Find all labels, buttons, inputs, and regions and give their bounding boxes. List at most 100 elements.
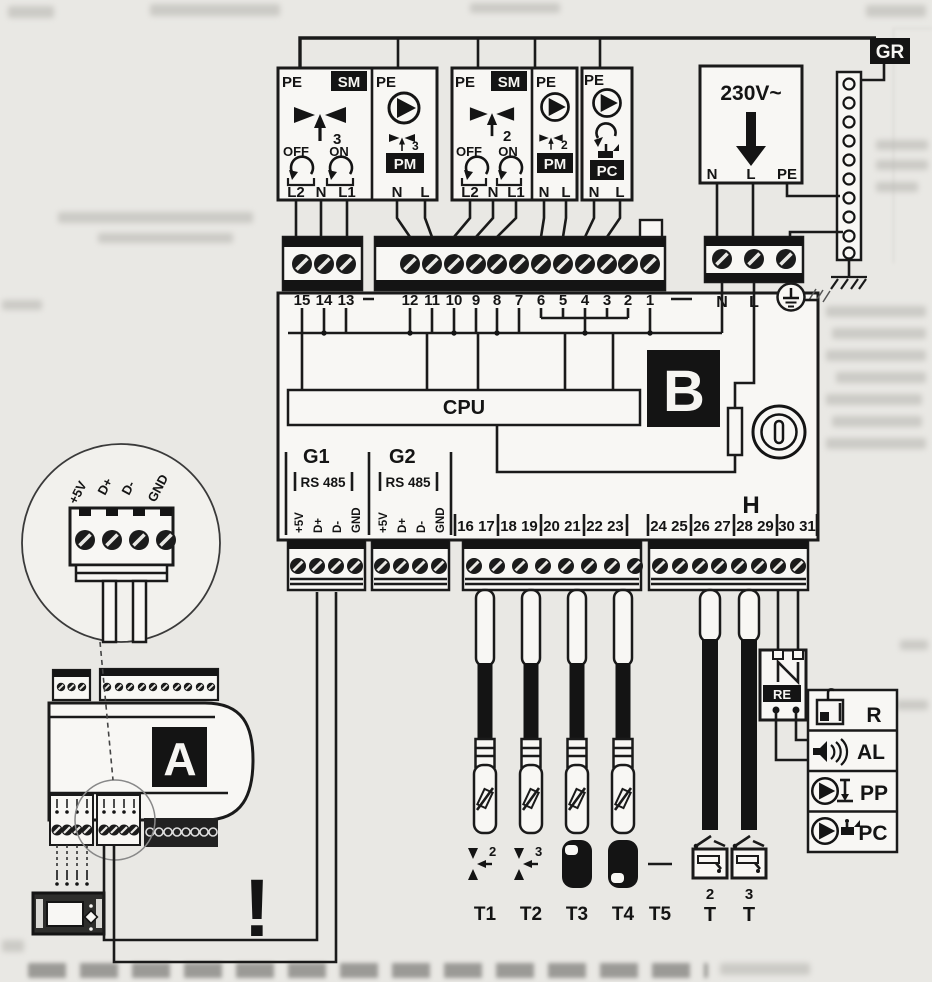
terminal-l2: L2 [461, 184, 479, 201]
svg-text:9: 9 [472, 292, 480, 309]
power-supply-box: 230V~ N L PE [698, 64, 804, 185]
svg-text:T2: T2 [520, 904, 542, 925]
svg-text:15: 15 [294, 292, 311, 309]
valve-number: 3 [412, 139, 419, 153]
svg-text:T1: T1 [474, 904, 497, 925]
module-a-label: A [163, 733, 196, 785]
bleed-text [836, 372, 926, 383]
module-b-label: B [663, 359, 705, 424]
voltage-label: 230V~ [720, 82, 781, 105]
bleed-text [826, 438, 926, 449]
cpu-box [286, 388, 642, 427]
bleed-text [720, 963, 810, 975]
actuator-drop-wires [294, 200, 622, 238]
pm-badge-label: PM [544, 156, 567, 173]
svg-text:+5V: +5V [378, 512, 390, 533]
bleed-text [150, 4, 280, 16]
g1-rs485-label: RS 485 [300, 475, 346, 490]
bleed-text [98, 233, 233, 243]
bleed-text [826, 306, 926, 317]
svg-text:GND: GND [351, 507, 363, 533]
module-a-rs485-plug-2 [96, 794, 141, 846]
boiler-icon [815, 688, 845, 726]
svg-text:T3: T3 [566, 904, 588, 925]
terminal-n: N [539, 184, 550, 201]
terminal-n: N [392, 184, 403, 201]
relay-wires [776, 590, 800, 650]
terminal-n: N [589, 184, 600, 201]
temperature-sensors: 2 3 T1 T2 T3 T4 T5 [466, 588, 672, 925]
bleed-text [8, 6, 54, 18]
sensor-valve-number: 3 [535, 844, 542, 859]
svg-text:1: 1 [646, 292, 654, 309]
module-a: A [47, 667, 255, 861]
actuator-box-pump-2: PE 2 PM N L [536, 74, 573, 201]
sm-badge [331, 71, 367, 91]
h-label: H [742, 492, 759, 519]
terminal-n: N [316, 184, 327, 201]
sm-badge-label: SM [498, 74, 521, 91]
pm-badge [386, 153, 424, 173]
terminal-l1: L1 [507, 184, 525, 201]
output-r-label: R [866, 704, 881, 727]
terminal-l: L [420, 184, 429, 201]
sensor-cable [518, 588, 544, 835]
svg-text:22 23: 22 23 [586, 518, 624, 535]
svg-text:D+: D+ [94, 475, 115, 497]
output-options-box: R AL PP PC [806, 688, 899, 854]
terminal-l1: L1 [338, 184, 356, 201]
sensor-plug-24-31 [647, 538, 810, 592]
module-a-dark-plug [144, 818, 218, 847]
terminal-l: L [561, 184, 570, 201]
bleed-text [900, 640, 928, 650]
bleed-text [832, 328, 926, 339]
pump-icon [540, 92, 570, 122]
terminal-strip-n-l-pe [703, 235, 805, 284]
thermostat-label: T [704, 904, 716, 926]
sensor-cable [564, 588, 590, 835]
pm-badge-label: PM [394, 156, 417, 173]
module-a-badge [152, 727, 207, 787]
svg-text:3: 3 [603, 292, 611, 309]
pc-tap-icon [841, 819, 860, 835]
gr-badge [870, 38, 910, 64]
g2-label: G2 [389, 446, 416, 468]
svg-text:10: 10 [446, 292, 463, 309]
pe-label: PE [584, 72, 604, 89]
actuator-box-mixer-3: PE SM 3 OFF ON L2 N L1 [276, 66, 439, 202]
svg-text:16 17: 16 17 [457, 518, 495, 535]
svg-text:D-: D- [118, 478, 138, 497]
thermostat-number: 2 [706, 886, 714, 903]
pump-icon [387, 91, 421, 125]
room-thermostat-3: 3 T [730, 588, 768, 926]
sensor-cable [610, 588, 636, 835]
panel-display [46, 901, 84, 927]
valve-number: 3 [333, 131, 341, 148]
svg-text:13: 13 [338, 292, 355, 309]
thermostat-number: 3 [745, 886, 753, 903]
terminal-l: L [615, 184, 624, 201]
warning-exclamation: ! [243, 863, 270, 954]
bleed-text [58, 212, 253, 223]
power-wires [715, 183, 843, 237]
actuator-box-pump-circulation: PE PC N L [580, 66, 634, 202]
sm-badge-label: SM [338, 74, 361, 91]
pc-badge [590, 160, 624, 180]
svg-text:T5: T5 [649, 904, 672, 925]
panel-knob [83, 909, 99, 925]
relay-output-wires [774, 710, 808, 762]
sensor-labels: T1 T2 T3 T4 T5 [474, 904, 672, 925]
bleed-text [2, 940, 24, 952]
svg-text:14: 14 [316, 292, 333, 309]
gr-label: GR [876, 42, 905, 63]
output-al-label: AL [857, 741, 885, 764]
svg-text:6: 6 [537, 292, 545, 309]
svg-text:GND: GND [435, 507, 447, 533]
terminal-strip-15-13 [281, 235, 364, 292]
pe-label: PE [376, 74, 396, 91]
svg-text:12: 12 [402, 292, 419, 309]
room-thermostat-2: 2 T [691, 588, 729, 926]
terminal-l2: L2 [287, 184, 305, 201]
fuse-holder-icon [751, 404, 807, 460]
